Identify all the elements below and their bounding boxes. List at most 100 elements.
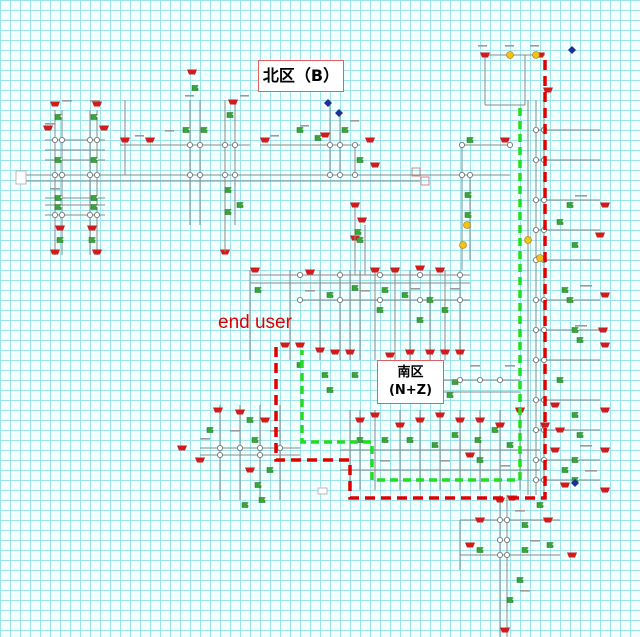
pipe-node (87, 136, 94, 143)
consumer-icon-mark (212, 428, 214, 430)
consumer-icon-mark (577, 413, 579, 415)
consumer-icon-mark (567, 468, 569, 470)
consumer-icon (571, 327, 579, 333)
consumer-icon-mark (432, 298, 434, 300)
pipe-node (533, 127, 540, 134)
marker-box (420, 176, 430, 186)
pipe-node (458, 171, 465, 178)
pipe-node (196, 141, 203, 148)
consumer-icon-mark (260, 483, 262, 485)
consumer-icon-mark (230, 188, 232, 190)
consumer-icon-mark (387, 288, 389, 290)
tiny-label-mark (62, 100, 72, 102)
consumer-icon (446, 392, 454, 398)
consumer-icon-mark (96, 205, 98, 207)
consumer-icon-mark (437, 443, 439, 445)
consumer-icon (182, 127, 190, 133)
consumer-icon (491, 427, 499, 433)
consumer-icon-mark (96, 196, 98, 198)
consumer-icon (354, 229, 362, 235)
pipe-node (533, 196, 540, 203)
consumer-icon (521, 522, 529, 528)
consumer-icon-mark (470, 213, 472, 215)
consumer-icon (381, 437, 389, 443)
consumer-icon-mark (232, 113, 234, 115)
consumer-icon (356, 237, 364, 243)
valve-icon (92, 249, 102, 255)
tiny-label-mark (300, 125, 309, 127)
consumer-icon-mark (572, 298, 574, 300)
pipe-node (496, 517, 503, 524)
valve-icon (543, 87, 553, 93)
pipe-node (533, 356, 540, 363)
pipe-node (533, 426, 540, 433)
consumer-icon (254, 287, 262, 293)
tiny-label-mark (580, 445, 592, 447)
consumer-icon (474, 437, 482, 443)
consumer-icon-mark (572, 203, 574, 205)
pipe-node (221, 141, 228, 148)
pipe-node (256, 444, 263, 451)
tiny-label-mark (270, 135, 279, 137)
consumer-icon-mark (512, 598, 514, 600)
consumer-icon (54, 195, 62, 201)
valve-icon (43, 125, 53, 131)
valve-icon (550, 402, 560, 408)
consumer-icon-mark (387, 438, 389, 440)
tiny-label-mark (450, 288, 460, 290)
valve-icon (87, 225, 97, 231)
consumer-icon (466, 137, 474, 143)
tiny-label-mark (200, 438, 210, 440)
valve-icon (440, 349, 450, 355)
valve-icon (475, 417, 485, 423)
consumer-icon (200, 127, 208, 133)
source-icon (335, 109, 343, 117)
consumer-icon-mark (412, 438, 414, 440)
valve-icon (500, 137, 510, 143)
consumer-icon (90, 157, 98, 163)
consumer-icon-mark (188, 128, 190, 130)
valve-icon (357, 217, 367, 223)
pipe-node (231, 141, 238, 148)
consumer-icon (54, 204, 62, 210)
boundary-box (15, 170, 27, 185)
consumer-icon (381, 287, 389, 293)
consumer-icon (88, 237, 96, 243)
consumer-icon-mark (577, 328, 579, 330)
valve-icon (50, 101, 60, 107)
valve-icon (92, 101, 102, 107)
tiny-label-mark (380, 460, 390, 462)
consumer-icon (326, 387, 334, 393)
consumer-icon (576, 337, 584, 343)
valve-icon (435, 267, 445, 273)
consumer-icon (258, 497, 266, 503)
south-region-label: 南区 (N+Z) (377, 360, 444, 404)
valve-icon (435, 412, 445, 418)
pipe-node (326, 171, 333, 178)
valve-icon (385, 352, 395, 358)
valve-icon (415, 265, 425, 271)
valve-icon (235, 409, 245, 415)
consumer-icon (431, 442, 439, 448)
consumer-icon (516, 577, 524, 583)
consumer-icon-mark (206, 128, 208, 130)
consumer-icon (224, 209, 232, 215)
valve-icon (480, 52, 490, 58)
consumer-icon-mark (497, 428, 499, 430)
pipe-node (376, 271, 383, 278)
tiny-label-mark (478, 45, 487, 47)
consumer-icon (326, 292, 334, 298)
valve-icon (598, 327, 608, 333)
pipe-node (533, 226, 540, 233)
pipe-node (276, 444, 283, 451)
valve-icon (550, 447, 560, 453)
valve-icon (245, 467, 255, 473)
consumer-icon-mark (482, 458, 484, 460)
consumer-icon-mark (362, 238, 364, 240)
tiny-label-mark (410, 288, 420, 290)
consumer-icon (356, 157, 364, 163)
consumer-icon (571, 457, 579, 463)
valve-icon (455, 417, 465, 423)
consumer-icon (566, 202, 574, 208)
